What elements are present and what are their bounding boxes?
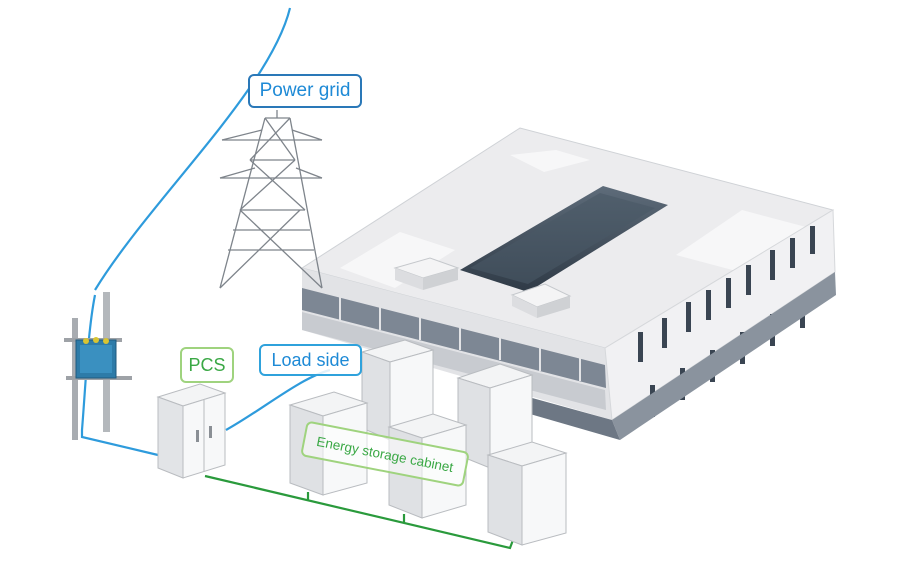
load-side-label: Load side	[259, 344, 362, 376]
power-grid-label: Power grid	[248, 74, 362, 108]
pcs-label: PCS	[180, 347, 234, 383]
storage-power-line	[204, 474, 515, 550]
pcs-cabinet-icon	[156, 383, 227, 479]
transmission-tower-icon	[219, 110, 323, 289]
pole-transformer-icon	[64, 292, 132, 440]
